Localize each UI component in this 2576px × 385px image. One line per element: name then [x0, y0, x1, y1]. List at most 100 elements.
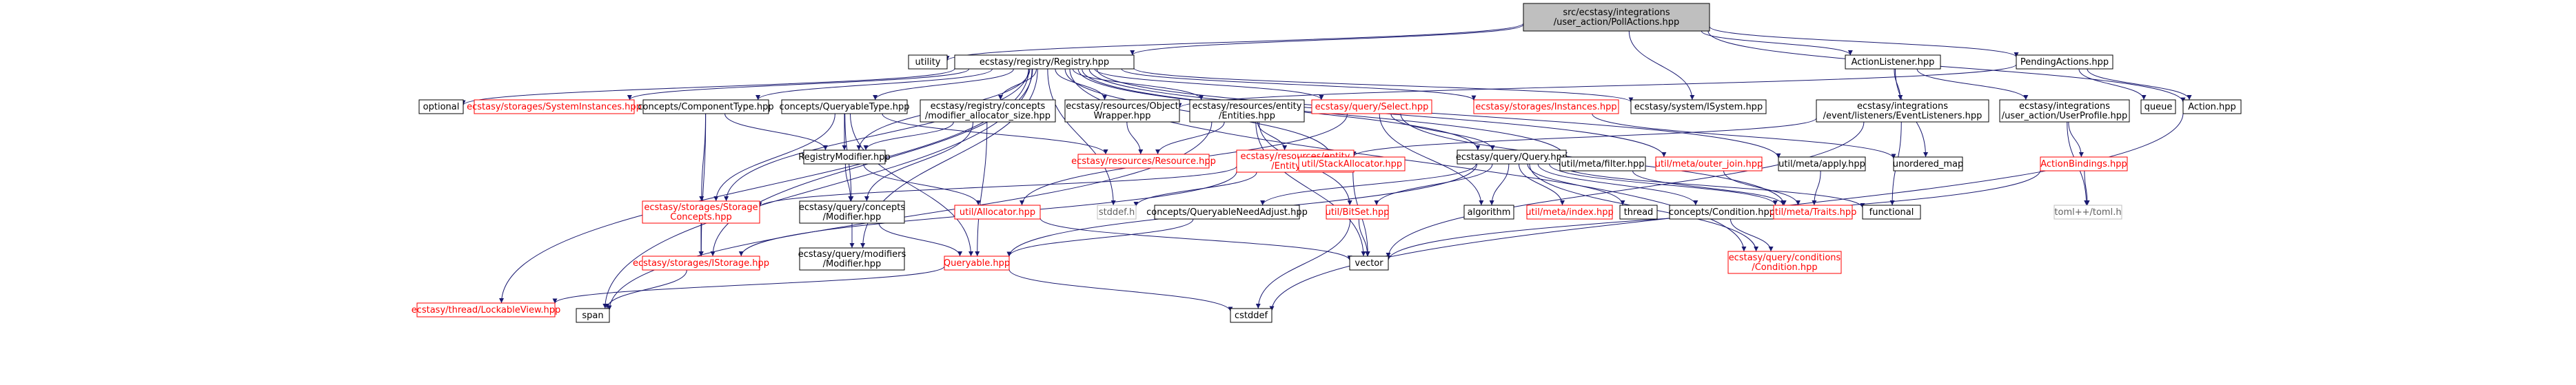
node-label: toml++/toml.h — [2054, 207, 2121, 218]
node-system-instances[interactable]: ecstasy/storages/SystemInstances.hpp — [467, 99, 642, 114]
node-label: ecstasy/storages/Storage — [644, 202, 758, 213]
edge-queryable_type-to-queryable — [849, 113, 974, 257]
node-modifier-alloc[interactable]: ecstasy/registry/concepts/modifier_alloc… — [920, 99, 1056, 123]
node-algorithm[interactable]: algorithm — [1463, 205, 1514, 220]
node-stddef-h[interactable]: stddef.h — [1097, 205, 1137, 220]
node-user-profile[interactable]: ecstasy/integrations/user_action/UserPro… — [1999, 99, 2130, 123]
node-box — [799, 200, 905, 224]
node-query[interactable]: ecstasy/query/Query.hpp — [1456, 149, 1568, 165]
node-label: ecstasy/query/conditions — [1729, 253, 1841, 263]
node-label: util/BitSet.hpp — [1326, 207, 1390, 218]
node-label: utility — [915, 57, 941, 67]
node-poll: src/ecstasy/integrations/user_action/Pol… — [1523, 3, 1710, 32]
node-label: ActionBindings.hpp — [2040, 159, 2127, 169]
node-box — [1778, 156, 1866, 171]
node-entities[interactable]: ecstasy/resources/entity/Entities.hpp — [1189, 99, 1305, 123]
edge-query-to-algorithm — [1489, 163, 1510, 206]
node-apply[interactable]: util/meta/apply.hpp — [1778, 156, 1866, 171]
edge-registry_modifier-to-allocator — [863, 163, 981, 206]
node-queryable-type[interactable]: concepts/QueryableType.hpp — [779, 99, 910, 114]
node-queryable-need-adjust[interactable]: concepts/QueryableNeedAdjust.hpp — [1146, 205, 1308, 220]
node-box — [1463, 205, 1514, 220]
node-label: cstddef — [1235, 311, 1268, 321]
node-action[interactable]: Action.hpp — [2182, 99, 2242, 114]
node-select[interactable]: ecstasy/query/Select.hpp — [1311, 99, 1432, 114]
node-thread[interactable]: thread — [1619, 205, 1658, 220]
node-label: ecstasy/registry/concepts — [931, 101, 1046, 112]
node-label: util/meta/index.hpp — [1525, 207, 1614, 218]
edge-registry-to-instances — [1121, 68, 1477, 101]
node-unordered-map[interactable]: unordered_map — [1893, 156, 1964, 171]
edge-registry-to-object_wrapper — [1055, 68, 1108, 101]
node-box — [1230, 308, 1272, 323]
node-label: ecstasy/resources/entity — [1193, 101, 1302, 112]
node-action-listener[interactable]: ActionListener.hpp — [1845, 54, 1941, 70]
edge-poll-to-action_listener — [1701, 30, 1853, 56]
edge-registry_modifier-to-query_modifier_concepts — [844, 163, 853, 202]
node-condition[interactable]: ecstasy/query/conditions/Condition.hpp — [1727, 251, 1842, 274]
node-lockable-view[interactable]: ecstasy/thread/LockableView.hpp — [412, 302, 561, 318]
edge-select-to-algorithm — [1379, 113, 1484, 206]
node-box — [1326, 205, 1389, 220]
node-box — [944, 256, 1010, 271]
node-component-type[interactable]: concepts/ComponentType.hpp — [638, 99, 774, 114]
node-box — [2140, 99, 2176, 114]
node-box — [1077, 154, 1210, 169]
node-pending-actions[interactable]: PendingActions.hpp — [2016, 54, 2113, 70]
node-meta-index[interactable]: util/meta/index.hpp — [1525, 205, 1614, 220]
node-box — [576, 308, 610, 323]
edge-poll-to-pending_actions — [1709, 26, 2019, 58]
node-toml[interactable]: toml++/toml.h — [2053, 205, 2122, 220]
node-query-modifier-concepts[interactable]: ecstasy/query/concepts/Modifier.hpp — [799, 200, 906, 224]
node-concepts-condition[interactable]: concepts/Condition.hpp — [1669, 205, 1775, 220]
node-queryable[interactable]: Queryable.hpp — [944, 256, 1010, 271]
node-stack-allocator[interactable]: util/StackAllocator.hpp — [1298, 156, 1406, 171]
node-resource[interactable]: ecstasy/resources/Resource.hpp — [1071, 154, 1216, 169]
node-label: /Condition.hpp — [1752, 262, 1817, 273]
node-cstddef[interactable]: cstddef — [1230, 308, 1272, 323]
node-label: ecstasy/query/Query.hpp — [1456, 152, 1568, 163]
edge-registry-to-modifier_alloc — [997, 68, 1037, 101]
node-box — [781, 99, 908, 114]
node-label: queue — [2144, 102, 2173, 112]
node-action-bindings[interactable]: ActionBindings.hpp — [2040, 156, 2128, 171]
edge-registry-to-optional — [460, 68, 955, 106]
node-query-modifiers-modifier[interactable]: ecstasy/query/modifiers/Modifier.hpp — [798, 247, 906, 271]
node-queue[interactable]: queue — [2140, 99, 2176, 114]
node-istorage[interactable]: ecstasy/storages/IStorage.hpp — [633, 256, 769, 271]
node-vector[interactable]: vector — [1349, 256, 1389, 271]
node-outer-join[interactable]: util/meta/outer_join.hpp — [1655, 156, 1763, 171]
node-box — [1559, 156, 1646, 171]
node-traits[interactable]: util/meta/Traits.hpp — [1769, 205, 1857, 220]
node-instances[interactable]: ecstasy/storages/Instances.hpp — [1473, 99, 1619, 114]
node-filter[interactable]: util/meta/filter.hpp — [1559, 156, 1646, 171]
node-box — [2016, 54, 2113, 70]
node-bitset[interactable]: util/BitSet.hpp — [1326, 205, 1390, 220]
node-registry-modifier[interactable]: RegistryModifier.hpp — [798, 149, 891, 165]
node-box — [642, 99, 769, 114]
node-box — [474, 99, 635, 114]
node-registry[interactable]: ecstasy/registry/Registry.hpp — [954, 54, 1135, 70]
node-span[interactable]: span — [576, 308, 610, 323]
edge-pending_actions-to-action — [2087, 68, 2192, 101]
node-allocator[interactable]: util/Allocator.hpp — [954, 205, 1041, 220]
node-label: concepts/QueryableType.hpp — [779, 102, 909, 112]
node-label: concepts/ComponentType.hpp — [638, 102, 773, 112]
node-label: ecstasy/integrations — [1857, 101, 1948, 112]
node-label: Queryable.hpp — [944, 258, 1010, 269]
node-box — [2182, 99, 2242, 114]
edge-poll-to-utility — [944, 23, 1524, 61]
node-label: Wrapper.hpp — [1093, 111, 1150, 121]
node-optional[interactable]: optional — [418, 99, 464, 114]
node-isystem[interactable]: ecstasy/system/ISystem.hpp — [1630, 99, 1767, 114]
node-label: ecstasy/storages/SystemInstances.hpp — [467, 102, 642, 112]
node-label: ecstasy/storages/IStorage.hpp — [633, 258, 769, 269]
node-box — [1655, 156, 1763, 171]
node-box — [803, 149, 886, 165]
node-functional[interactable]: functional — [1862, 205, 1921, 220]
node-event-listeners[interactable]: ecstasy/integrations/event/listeners/Eve… — [1816, 99, 1989, 123]
node-utility[interactable]: utility — [908, 54, 948, 70]
